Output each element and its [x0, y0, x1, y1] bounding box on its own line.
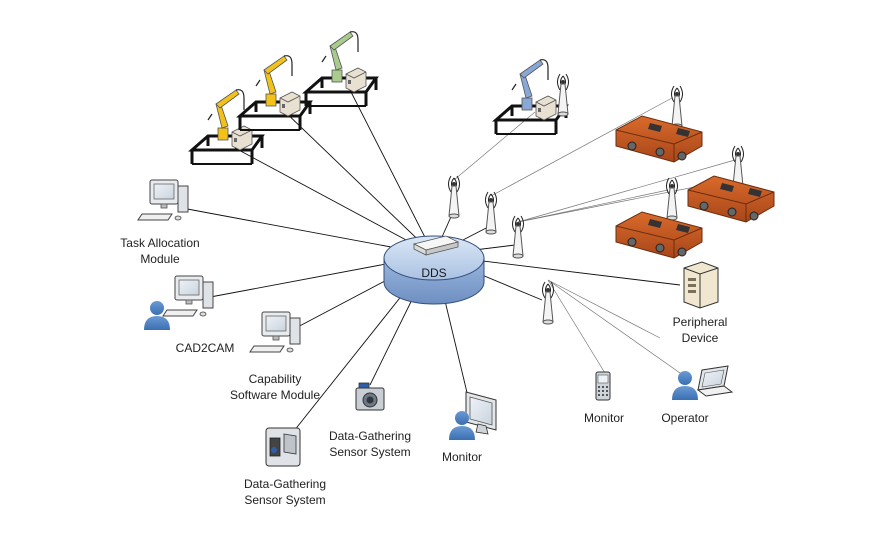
- hub-label: DDS: [421, 266, 446, 280]
- antenna-icon: [448, 175, 460, 219]
- antenna-icon: [557, 73, 569, 117]
- antenna-icon: [666, 177, 678, 221]
- antenna-icon: [542, 281, 554, 325]
- server-icon: [683, 261, 719, 309]
- antenna-icon: [671, 85, 683, 129]
- sensor-camcorder-label-line2: Sensor System: [244, 493, 325, 507]
- computer-icon: [162, 275, 214, 317]
- agv-icon: [615, 211, 703, 259]
- camcorder-icon: [265, 427, 301, 467]
- computer-icon: [137, 179, 189, 221]
- wireless-links: [453, 97, 736, 381]
- mobile-phone-icon: [595, 371, 611, 401]
- operator-label: Operator: [661, 411, 708, 425]
- sensor-camcorder-label-line1: Data-Gathering: [244, 477, 326, 491]
- dds-hub: DDS: [383, 235, 485, 305]
- peripheral-label-line1: Peripheral: [673, 315, 728, 329]
- cad2cam-label: CAD2CAM: [176, 341, 235, 355]
- computer-icon: [249, 311, 301, 353]
- monitor-icon: [465, 391, 497, 435]
- user-icon: [672, 371, 698, 400]
- antenna-icon: [512, 215, 524, 259]
- agv-icon: [687, 175, 775, 223]
- industrial-robot-icon: [238, 54, 312, 132]
- capability-label-line1: Capability: [249, 372, 302, 386]
- capability-label-line2: Software Module: [230, 388, 320, 402]
- antenna-icon: [485, 191, 497, 235]
- industrial-robot-icon: [304, 30, 378, 108]
- agv-icon: [615, 115, 703, 163]
- sensor-camera-label-line2: Sensor System: [329, 445, 410, 459]
- task-allocation-label-line1: Task Allocation: [120, 236, 199, 250]
- task-allocation-label-line2: Module: [140, 252, 180, 266]
- monitor-phone-label: Monitor: [584, 411, 624, 425]
- laptop-icon: [696, 365, 734, 397]
- sensor-camera-label-line1: Data-Gathering: [329, 429, 411, 443]
- peripheral-label-line2: Device: [682, 331, 719, 345]
- industrial-robot-icon: [190, 88, 264, 166]
- industrial-robot-icon: [494, 58, 568, 136]
- monitor-center-label: Monitor: [442, 450, 482, 464]
- camera-icon: [355, 382, 385, 411]
